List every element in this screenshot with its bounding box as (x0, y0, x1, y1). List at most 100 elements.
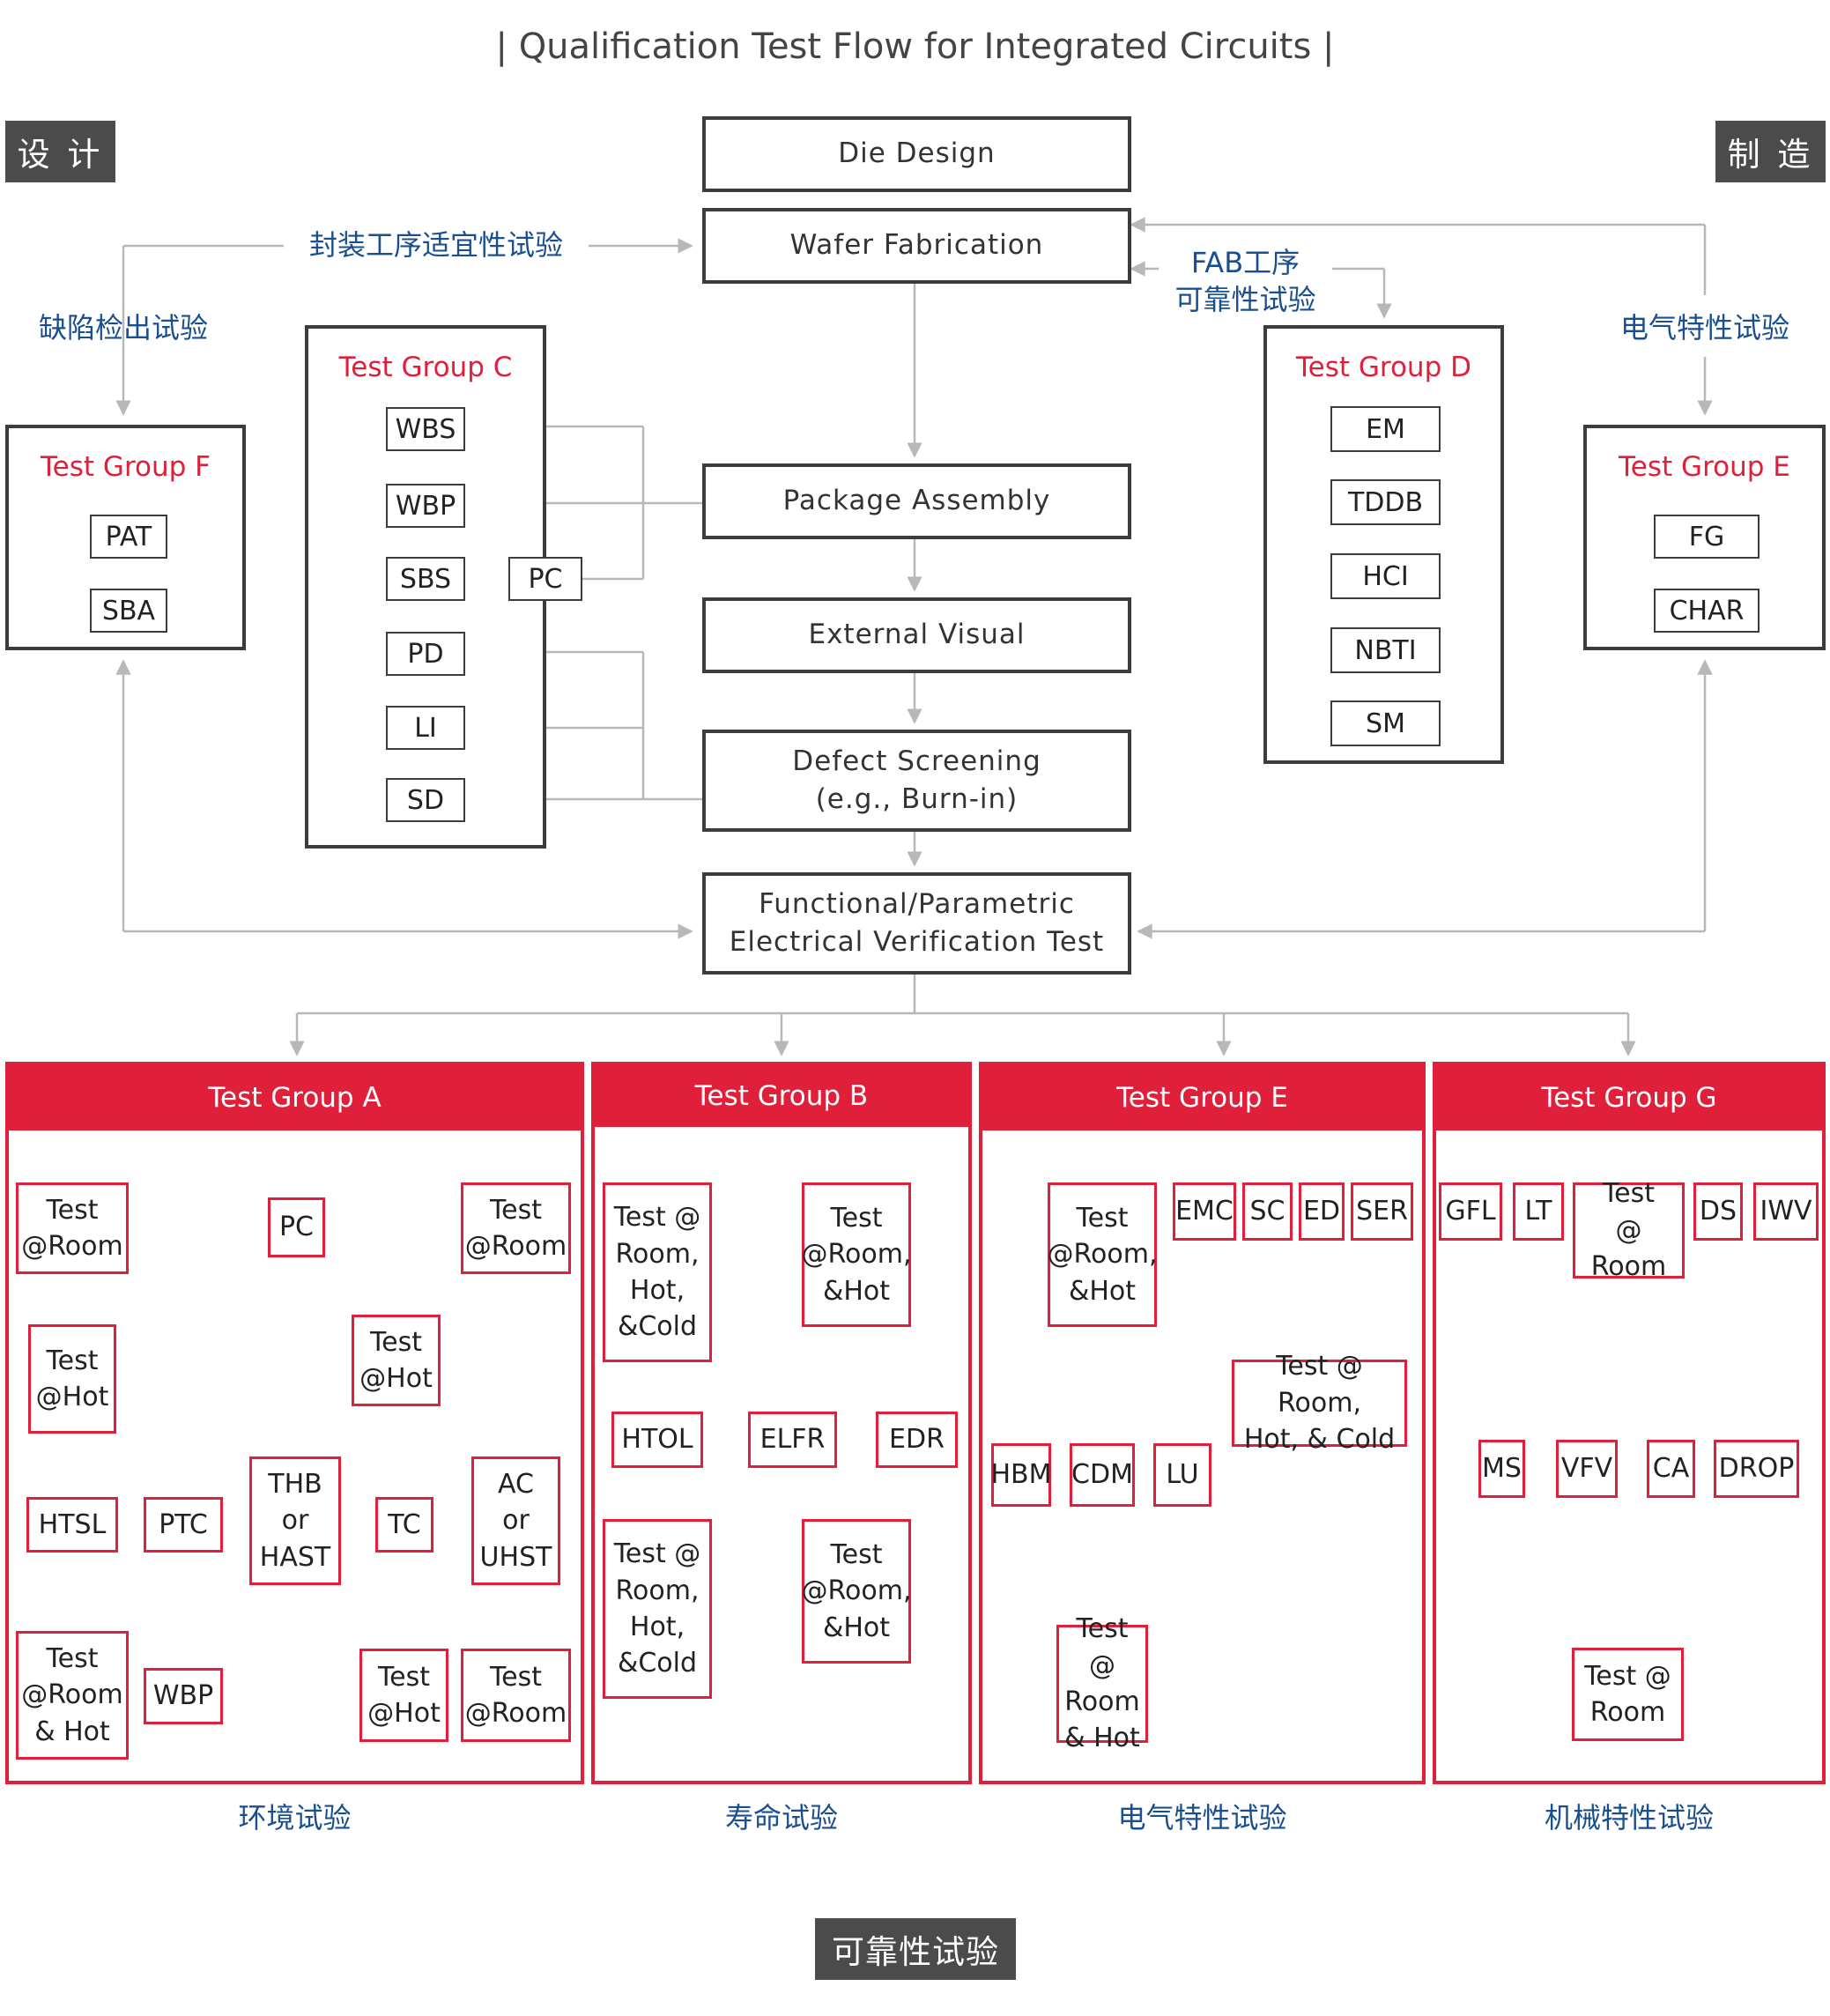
group-e-item-char[interactable]: CHAR (1654, 589, 1760, 633)
defect-screening-line2: (e.g., Burn-in) (815, 783, 1019, 815)
b-test-rhc-2-l3: Hot, (629, 1612, 685, 1642)
a-test-hot-1[interactable]: Test @Hot (28, 1324, 116, 1434)
a-test-hot-2[interactable]: Test @Hot (352, 1315, 441, 1406)
test-group-e-top: Test Group E FG CHAR (1583, 425, 1826, 650)
g-ca[interactable]: CA (1647, 1440, 1695, 1498)
a-test-room-2-l2: @Room (464, 1231, 567, 1262)
b-test-rh-1-l2: @Room, (801, 1239, 912, 1271)
a-test-room-hot[interactable]: Test @Room & Hot (16, 1631, 129, 1760)
e-cdm[interactable]: CDM (1070, 1443, 1135, 1507)
group-f-item-sba[interactable]: SBA (90, 589, 167, 633)
group-f-item-pat[interactable]: PAT (90, 515, 167, 559)
functional-verification-box[interactable]: Functional/Parametric Electrical Verific… (702, 872, 1131, 975)
g-gfl[interactable]: GFL (1439, 1182, 1502, 1241)
panel-b-header: Test Group B (595, 1065, 968, 1127)
b-test-rh-2-l2: @Room, (801, 1575, 912, 1607)
e-emc[interactable]: EMC (1173, 1182, 1236, 1241)
reliability-tag: 可靠性试验 (815, 1918, 1016, 1980)
group-e-item-fg[interactable]: FG (1654, 515, 1760, 559)
a-test-hot-1-l2: @Hot (35, 1382, 109, 1412)
group-c-pc-box[interactable]: PC (508, 557, 582, 601)
defect-screening-box[interactable]: Defect Screening (e.g., Burn-in) (702, 730, 1131, 832)
g-iwv[interactable]: IWV (1753, 1182, 1819, 1241)
g-test-room-2[interactable]: Test @ Room (1572, 1648, 1684, 1741)
g-vfv[interactable]: VFV (1556, 1440, 1618, 1498)
functional-line1: Functional/Parametric (759, 887, 1075, 920)
a-test-room-2[interactable]: Test @Room (461, 1182, 571, 1274)
e-test-rhc[interactable]: Test @ Room, Hot, & Cold (1232, 1351, 1407, 1455)
group-d-item-em[interactable]: EM (1330, 406, 1441, 452)
b-test-rhc-1[interactable]: Test @ Room, Hot, &Cold (603, 1182, 712, 1362)
g-ms[interactable]: MS (1478, 1440, 1525, 1498)
wafer-fabrication-box[interactable]: Wafer Fabrication (702, 208, 1131, 284)
b-test-rh-1-l3: &Hot (822, 1275, 891, 1307)
test-group-f: Test Group F PAT SBA (5, 425, 246, 650)
die-design-box[interactable]: Die Design (702, 116, 1131, 192)
a-test-room-3-l2: @Room (464, 1698, 567, 1729)
e-hbm[interactable]: HBM (990, 1443, 1052, 1507)
b-htol[interactable]: HTOL (611, 1412, 703, 1468)
g-drop[interactable]: DROP (1714, 1440, 1799, 1498)
g-test-room[interactable]: Test @ Room (1573, 1178, 1685, 1282)
b-test-rh-2[interactable]: Test @Room, &Hot (802, 1519, 911, 1664)
a-ac-l2: or (502, 1505, 530, 1537)
g-test-room-l1: Test (1602, 1178, 1656, 1210)
panel-g-header: Test Group G (1436, 1065, 1822, 1130)
a-test-hot-2-l2: @Hot (359, 1363, 433, 1394)
fab-reliability-line2: 可靠性试验 (1174, 282, 1316, 316)
e-test-rh-l2: @Room, (1047, 1239, 1158, 1271)
panel-a-caption: 环境试验 (238, 1801, 352, 1834)
design-tag: 设 计 (5, 121, 115, 182)
a-wbp[interactable]: WBP (144, 1668, 223, 1724)
group-c-item-sd[interactable]: SD (386, 778, 465, 822)
panel-a-header: Test Group A (9, 1065, 581, 1130)
b-test-rh-1[interactable]: Test @Room, &Hot (802, 1182, 911, 1327)
a-pc[interactable]: PC (268, 1197, 325, 1257)
a-test-hot-3[interactable]: Test @Hot (359, 1649, 448, 1742)
panel-b-caption: 寿命试验 (724, 1801, 838, 1834)
e-test-room-hot[interactable]: Test @ Room & Hot (1056, 1613, 1148, 1753)
group-d-item-tddb[interactable]: TDDB (1330, 479, 1441, 525)
b-elfr[interactable]: ELFR (748, 1412, 837, 1468)
a-ac-l1: AC (498, 1468, 534, 1500)
e-test-room-hot-l1: Test @ (1076, 1613, 1129, 1681)
b-test-rhc-1-l3: Hot, (629, 1275, 685, 1306)
package-assembly-box[interactable]: Package Assembly (702, 463, 1131, 539)
a-ptc[interactable]: PTC (144, 1497, 223, 1553)
a-test-room-1[interactable]: Test @Room (16, 1182, 129, 1274)
group-d-item-hci[interactable]: HCI (1330, 553, 1441, 599)
e-ed[interactable]: ED (1299, 1182, 1345, 1241)
package-assembly-label: Package Assembly (782, 485, 1051, 517)
panel-g-caption: 机械特性试验 (1544, 1801, 1714, 1834)
a-test-room-3-l1: Test (489, 1661, 543, 1693)
a-thb-hast[interactable]: THB or HAST (249, 1456, 341, 1585)
a-test-hot-2-l1: Test (369, 1326, 423, 1358)
b-test-rhc-2-l4: &Cold (617, 1648, 698, 1679)
g-ds[interactable]: DS (1693, 1182, 1743, 1241)
g-lt[interactable]: LT (1513, 1182, 1564, 1241)
a-test-hot-1-l1: Test (46, 1345, 99, 1376)
g-test-room-2-l1: Test @ (1584, 1660, 1671, 1692)
group-c-item-wbs[interactable]: WBS (386, 407, 465, 451)
a-htsl[interactable]: HTSL (26, 1497, 118, 1553)
b-edr[interactable]: EDR (876, 1412, 958, 1468)
group-c-item-pd[interactable]: PD (386, 632, 465, 676)
defect-screening-line1: Defect Screening (792, 745, 1041, 777)
a-ac-uhst[interactable]: AC or UHST (471, 1456, 560, 1585)
e-ser[interactable]: SER (1351, 1182, 1413, 1241)
a-tc[interactable]: TC (375, 1497, 433, 1553)
manufacture-tag: 制 造 (1715, 121, 1826, 182)
b-test-rhc-2[interactable]: Test @ Room, Hot, &Cold (603, 1519, 712, 1699)
g-test-room-l2: @ Room (1590, 1214, 1667, 1283)
e-sc[interactable]: SC (1242, 1182, 1293, 1241)
group-c-item-sbs[interactable]: SBS (386, 557, 465, 601)
group-c-item-li[interactable]: LI (386, 706, 465, 750)
e-lu[interactable]: LU (1153, 1443, 1211, 1507)
group-d-item-nbti[interactable]: NBTI (1330, 627, 1441, 673)
external-visual-box[interactable]: External Visual (702, 597, 1131, 673)
functional-line2: Electrical Verification Test (729, 926, 1105, 958)
group-d-item-sm[interactable]: SM (1330, 700, 1441, 746)
e-test-rh[interactable]: Test @Room, &Hot (1048, 1182, 1157, 1327)
a-test-room-3[interactable]: Test @Room (461, 1649, 571, 1742)
group-c-item-wbp[interactable]: WBP (386, 484, 465, 528)
